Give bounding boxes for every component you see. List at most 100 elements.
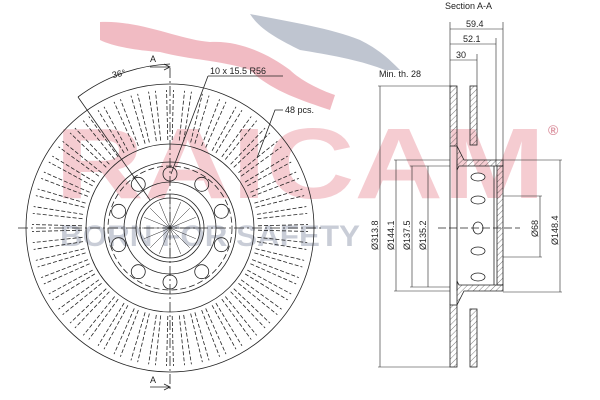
vane-line xyxy=(41,178,89,197)
dim-hat-height: 52.1 xyxy=(463,34,481,44)
vane-line xyxy=(155,315,162,366)
vane-line xyxy=(211,305,237,350)
vane-line xyxy=(113,308,135,355)
angle-leg xyxy=(77,96,151,201)
vane-line xyxy=(69,132,107,168)
friction-plate-left-top xyxy=(449,85,458,147)
vane-line xyxy=(201,309,220,357)
vane-line xyxy=(244,155,288,183)
vane-line xyxy=(32,213,83,220)
vane-line xyxy=(230,127,266,165)
bolt-hole xyxy=(213,203,229,219)
vane-line xyxy=(155,90,162,141)
dim-outer-diameter: Ø313.8 xyxy=(370,220,380,250)
friction-plate-right-top xyxy=(469,85,478,146)
vane-line xyxy=(62,282,102,316)
vane-line xyxy=(48,269,93,295)
vane-line xyxy=(230,291,266,329)
bolt-holes xyxy=(111,166,229,290)
vane-line xyxy=(35,248,85,261)
vane-line xyxy=(62,140,102,174)
watermark: RAICAM ® BORN FOR SAFETY xyxy=(55,14,559,253)
dim-d1: Ø144.1 xyxy=(386,220,396,250)
vane-line xyxy=(194,95,210,144)
vane-line xyxy=(233,288,271,324)
vane-line xyxy=(257,229,308,232)
vane-line xyxy=(52,273,96,301)
vane-line xyxy=(148,314,157,365)
watermark-slogan: BORN FOR SAFETY xyxy=(60,220,360,253)
vane-line xyxy=(166,315,169,366)
vane-line xyxy=(43,171,90,193)
vane-line xyxy=(148,91,157,142)
vane-line xyxy=(32,224,83,227)
vane-line xyxy=(37,188,86,204)
vane-line xyxy=(255,248,305,261)
dim-d2: Ø137.5 xyxy=(402,220,412,250)
vane-line xyxy=(215,302,243,346)
vane-line xyxy=(137,313,150,363)
vane-line xyxy=(171,315,174,366)
disc-section-view xyxy=(438,85,520,368)
jaguar-logo-head xyxy=(250,14,400,70)
vane-line xyxy=(88,298,119,340)
vane-line xyxy=(244,273,288,301)
vane-line xyxy=(33,241,84,250)
vane-line xyxy=(247,161,292,187)
vane-line xyxy=(224,120,258,160)
bolt-hole xyxy=(213,237,229,253)
vane-line xyxy=(178,90,185,141)
section-marker-top: A xyxy=(150,54,156,64)
cooling-vanes xyxy=(32,90,308,366)
vane-line xyxy=(215,110,243,154)
vane-line xyxy=(35,195,85,208)
vane-line xyxy=(251,259,299,278)
dim-d3: Ø135.2 xyxy=(418,220,428,250)
vane-line xyxy=(74,291,110,329)
vane-line xyxy=(190,313,203,363)
watermark-registered: ® xyxy=(548,122,559,138)
bolt-hole xyxy=(130,176,146,192)
vane-line xyxy=(221,116,252,158)
friction-plate-right-bottom xyxy=(469,308,478,368)
vane-line xyxy=(238,282,278,316)
vane-line xyxy=(257,213,308,220)
vane-line xyxy=(257,224,308,227)
section-dimension-lines xyxy=(378,22,562,368)
section-marker-bottom: A xyxy=(150,375,156,385)
section-arrow-top xyxy=(150,63,171,71)
vane-line xyxy=(205,308,227,355)
vane-line xyxy=(250,171,297,193)
vane-line xyxy=(48,161,93,187)
vane-line xyxy=(221,298,252,340)
vane-line xyxy=(178,315,185,366)
vane-line xyxy=(201,99,220,147)
angle-arc xyxy=(77,63,171,98)
vane-line xyxy=(251,178,299,197)
bolt-hole xyxy=(194,176,210,192)
vane-line xyxy=(240,279,282,310)
jaguar-logo-body xyxy=(100,21,335,110)
vane-line xyxy=(171,90,174,141)
vane-line xyxy=(88,116,119,158)
disc-front-view xyxy=(18,63,322,391)
dim-thickness: 30 xyxy=(456,50,466,60)
vane-line xyxy=(103,305,129,350)
hat-bottom-wall xyxy=(456,280,504,306)
bolt-hole xyxy=(194,264,210,280)
vane-line xyxy=(166,90,169,141)
vane-line xyxy=(58,279,100,310)
dim-center-bore: Ø68 xyxy=(530,220,540,237)
vane-line xyxy=(32,236,83,243)
vane-line xyxy=(69,288,107,324)
vane-line xyxy=(74,127,110,165)
vane-line xyxy=(255,195,305,208)
friction-plate-left-bottom xyxy=(449,304,458,368)
vane-line xyxy=(82,296,116,336)
vane-line xyxy=(120,99,139,147)
vane-line xyxy=(120,309,139,357)
hub-face xyxy=(496,165,504,286)
dim-hat-diameter: Ø148.4 xyxy=(550,215,560,245)
section-title: Section A-A xyxy=(445,1,492,11)
vane-line xyxy=(183,314,192,365)
